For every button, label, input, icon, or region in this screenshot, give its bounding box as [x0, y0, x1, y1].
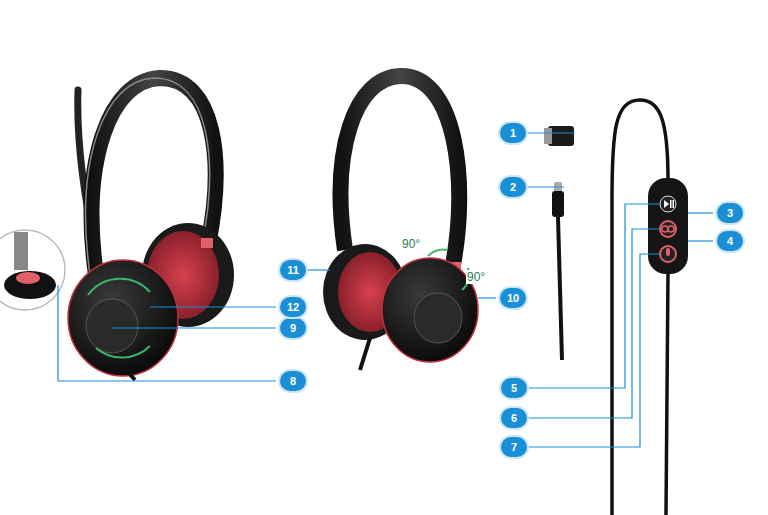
- callout-number: 12: [280, 297, 306, 317]
- callout-number: 5: [501, 378, 527, 398]
- callout-number: 2: [500, 177, 526, 197]
- angle-label: 90°: [401, 237, 421, 251]
- headset-rotated: [323, 76, 478, 370]
- inline-controller: [612, 100, 688, 515]
- callout-number: 1: [500, 123, 526, 143]
- callout-number: 10: [500, 288, 526, 308]
- angle-label: 90°: [466, 270, 486, 284]
- callout-number: 9: [280, 318, 306, 338]
- callout-number: 6: [501, 408, 527, 428]
- callout-number: 8: [280, 371, 306, 391]
- leader-lines: [58, 133, 713, 447]
- usb-c-cable: [552, 182, 564, 360]
- headset-front: [0, 78, 234, 380]
- callout-number: 3: [717, 203, 743, 223]
- callout-number: 4: [717, 231, 743, 251]
- callout-number: 7: [501, 437, 527, 457]
- usb-dongle: [544, 126, 574, 146]
- callout-number: 11: [280, 260, 306, 280]
